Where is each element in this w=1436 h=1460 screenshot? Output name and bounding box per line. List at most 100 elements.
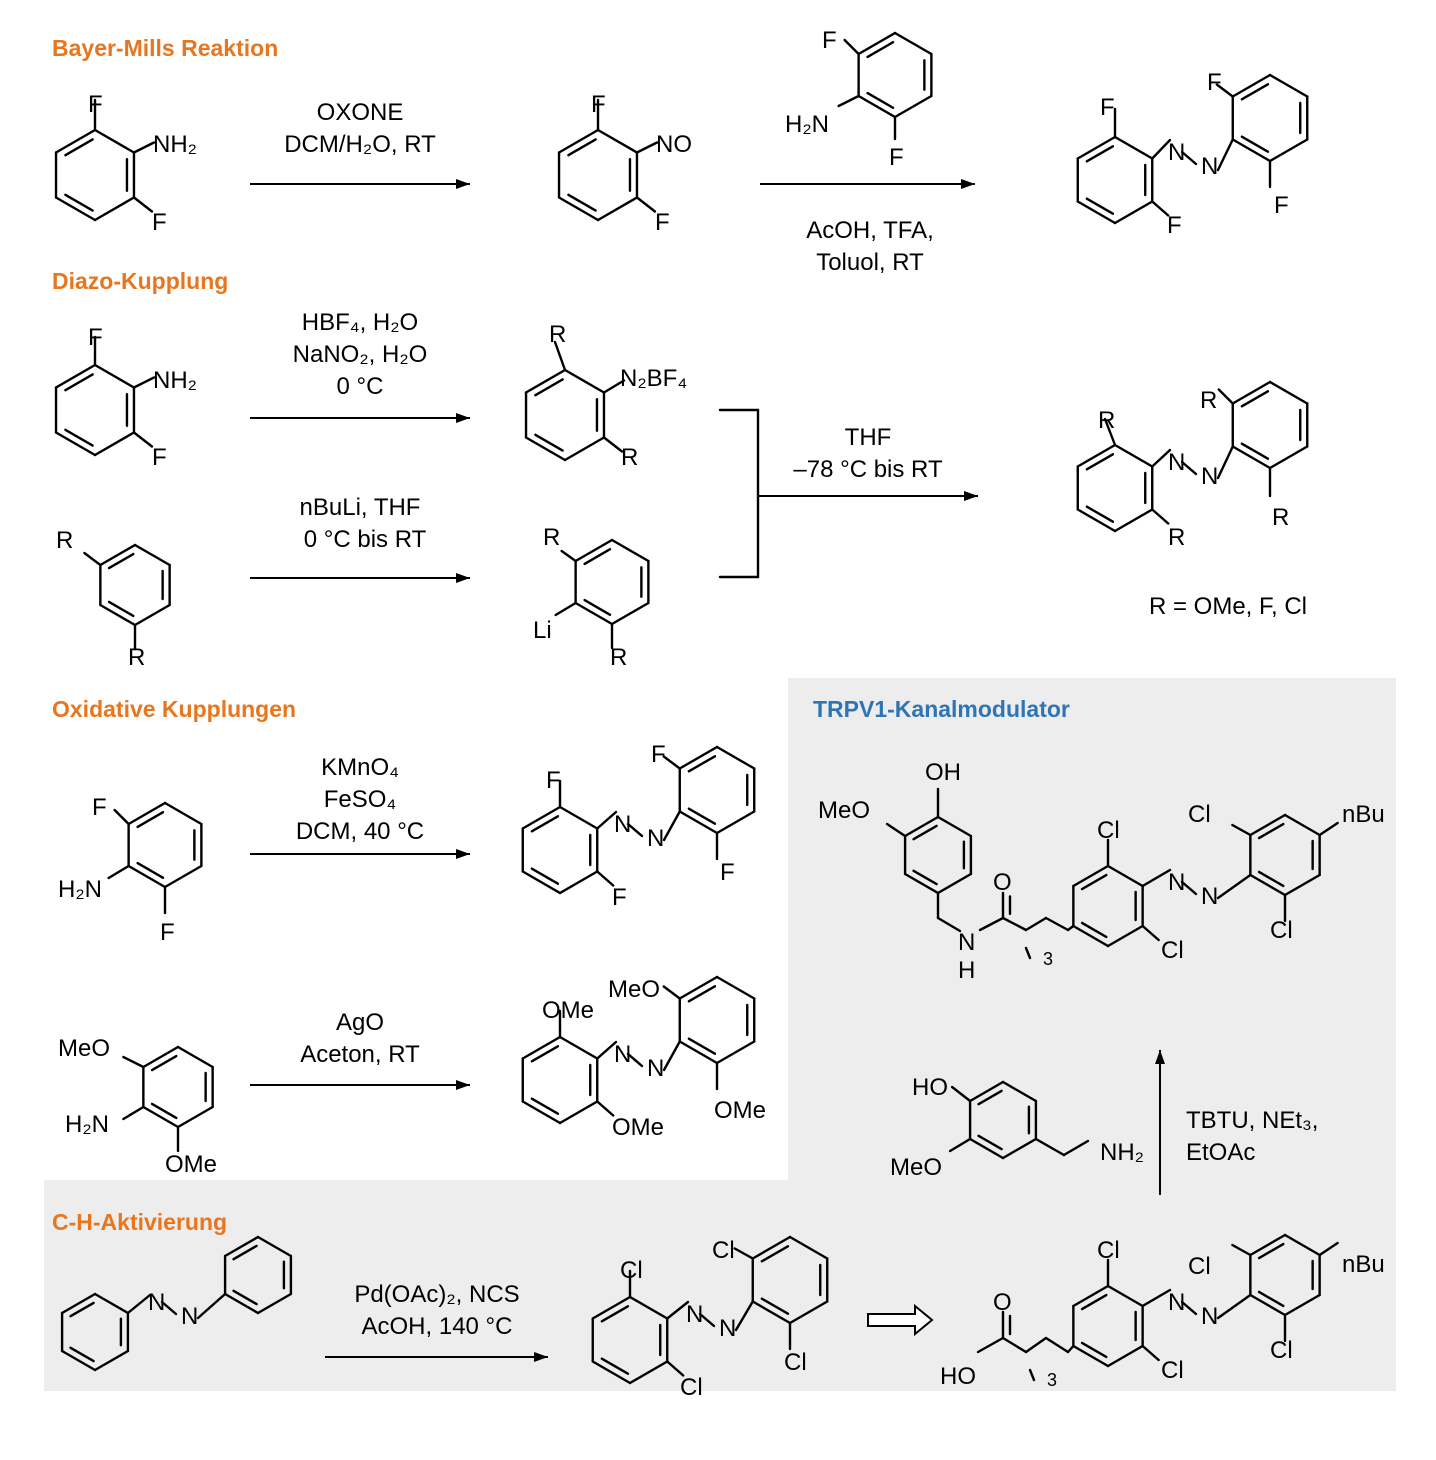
substituent-bond <box>666 1360 685 1377</box>
azo-bond <box>1180 460 1198 476</box>
ring-bond <box>54 431 97 457</box>
substituent-bond <box>122 1055 145 1069</box>
ring-bond <box>678 810 719 835</box>
atom-label: 3 <box>1043 949 1053 969</box>
atom-labels: FNH₂FFNOFFH₂NFFFNNFFFNH₂FRN₂BF₄RRRRLiRRR… <box>56 27 1385 1401</box>
ring-bond <box>591 1360 632 1385</box>
atom-label: R <box>1098 407 1115 434</box>
atom-label: N <box>719 1315 736 1342</box>
substituent-bond <box>132 196 154 213</box>
condition-text: OXONE <box>317 99 404 126</box>
arrow-head <box>456 1080 470 1090</box>
ring-double-bond <box>687 807 717 825</box>
ring-bond <box>936 872 973 895</box>
ring-double-bond <box>1240 83 1270 101</box>
ring-bond <box>1076 508 1117 533</box>
ring-bond <box>678 975 719 1000</box>
ring-double-bond <box>1080 873 1108 891</box>
condition-text: KMnO₄ <box>321 754 399 781</box>
ring-bond <box>628 1295 669 1320</box>
atom-label: OMe <box>542 997 594 1024</box>
ring-bond <box>1249 873 1287 897</box>
substituent-bond <box>734 1300 754 1332</box>
condition-text: AcOH, 140 °C <box>362 1313 513 1340</box>
ring-bond <box>591 1295 632 1320</box>
ring-bond <box>524 368 567 394</box>
ring-bond <box>127 864 167 889</box>
ring-double-bond <box>866 41 895 59</box>
atom-label: MeO <box>608 976 660 1003</box>
ring-bond <box>1268 138 1309 163</box>
atom-label: F <box>88 324 103 351</box>
ring-bond <box>1072 924 1110 948</box>
atom-label: N <box>1168 139 1185 166</box>
ring-double-bond <box>534 378 564 397</box>
substituent-bond <box>196 1292 227 1320</box>
atom-label: F <box>88 91 103 118</box>
substituent-bond <box>132 431 154 448</box>
ring-bond <box>60 1349 97 1372</box>
ring-double-bond <box>760 1245 790 1263</box>
substituent-bond <box>837 94 860 108</box>
ring-bond <box>936 815 973 838</box>
atom-label: Cl <box>1161 1357 1184 1384</box>
condition-text: 0 °C bis RT <box>304 526 427 553</box>
atom-label: H₂N <box>58 876 102 903</box>
r-definition: R = OMe, F, Cl <box>1149 593 1307 620</box>
atom-label: H <box>958 957 975 984</box>
atom-label: N <box>1168 869 1185 896</box>
ring-bond <box>563 436 606 462</box>
ring-double-bond <box>1240 442 1270 460</box>
atom-label: R <box>543 524 560 551</box>
ring-bond <box>1283 1233 1321 1257</box>
ring-bond <box>1231 73 1272 98</box>
title-bayer-mills: Bayer-Mills Reaktion <box>52 35 278 61</box>
ring-double-bond <box>1085 197 1115 215</box>
substituent-bond <box>635 196 657 213</box>
substituent-bond <box>948 1137 972 1153</box>
condition-text: Pd(OAc)₂, NCS <box>354 1281 519 1308</box>
ring-double-bond <box>567 138 597 157</box>
ring-double-bond <box>232 1289 258 1306</box>
ring-double-bond <box>977 1134 1003 1151</box>
ring-bond <box>1106 864 1144 888</box>
ring-bond <box>1076 135 1117 160</box>
ring-bond <box>1106 1284 1144 1308</box>
atom-label: F <box>1207 69 1222 96</box>
atom-label: F <box>152 209 167 236</box>
ring-double-bond <box>1257 822 1285 840</box>
substituent-bond <box>843 38 860 56</box>
atom-label: N <box>647 825 664 852</box>
substituent-bond <box>553 340 567 372</box>
ring-bond <box>1268 380 1309 405</box>
ring-bond <box>574 538 614 563</box>
substituent-bond <box>113 808 130 826</box>
bracket-left <box>1028 1368 1036 1382</box>
substituent-bond <box>1001 916 1028 932</box>
atom-label: R <box>610 644 627 671</box>
ring-bond <box>1231 380 1272 405</box>
atom-label: Cl <box>1188 1253 1211 1280</box>
substituent-bond <box>122 1105 145 1121</box>
ring-bond <box>1249 1233 1287 1257</box>
atom-label: N <box>958 929 975 956</box>
substituent-bond <box>1141 1344 1160 1362</box>
substituent-bond <box>602 379 626 394</box>
ring-bond <box>521 1035 562 1060</box>
substituent-bond <box>1034 1137 1066 1157</box>
ring-double-bond <box>136 811 165 829</box>
ring-double-bond <box>1085 453 1115 471</box>
atom-label: 3 <box>1047 1370 1057 1390</box>
atom-label: nBu <box>1342 801 1385 828</box>
bracket-left <box>1024 946 1032 960</box>
condition-text: DCM/H₂O, RT <box>284 131 436 158</box>
atom-label: Cl <box>620 1257 643 1284</box>
atom-label: Cl <box>1161 937 1184 964</box>
azo-bond <box>626 1052 644 1068</box>
ring-bond <box>1076 200 1117 225</box>
atom-label: nBu <box>1342 1251 1385 1278</box>
substituent-bond <box>635 141 659 154</box>
azo-bond <box>1180 150 1198 166</box>
ring-bond <box>628 1360 669 1385</box>
